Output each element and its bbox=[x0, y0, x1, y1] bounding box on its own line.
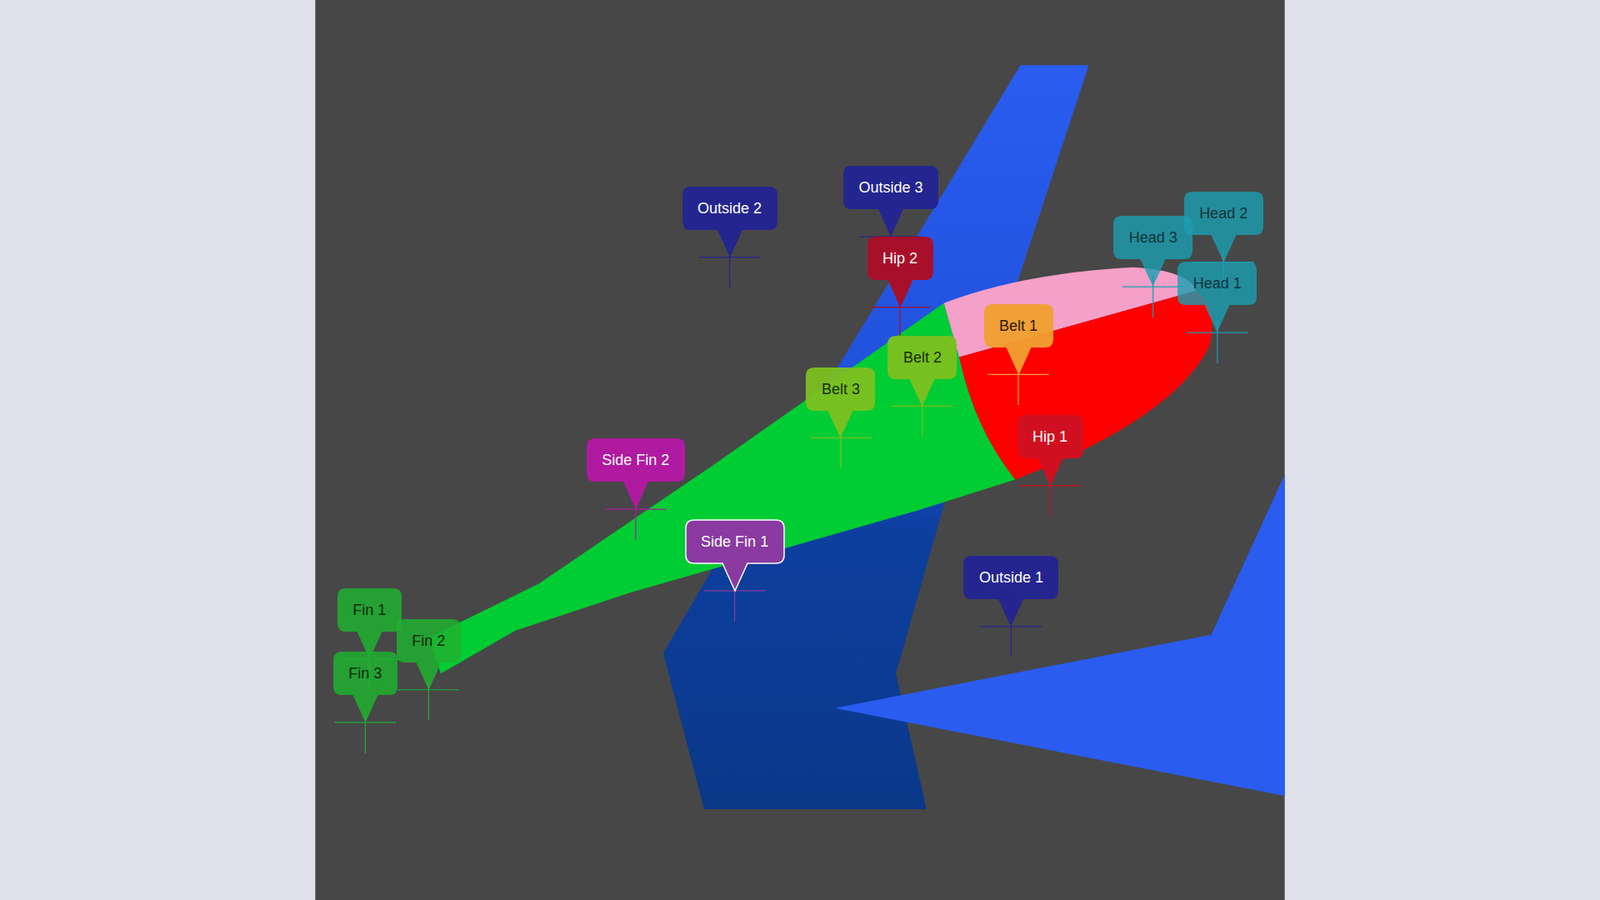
pin-label: Outside 1 bbox=[963, 555, 1059, 627]
pin-text: Fin 3 bbox=[333, 651, 398, 695]
pin-text: Side Fin 2 bbox=[586, 438, 685, 482]
pin-balloon-shape bbox=[805, 367, 875, 439]
pin-balloon bbox=[396, 619, 461, 690]
pin-balloon-shape bbox=[963, 555, 1059, 627]
pin-text: Belt 3 bbox=[805, 367, 875, 411]
pin-balloon bbox=[867, 236, 934, 308]
pin-balloon-shape bbox=[1177, 261, 1257, 333]
pin-label: Fin 1 bbox=[337, 588, 402, 660]
pin-text: Outside 2 bbox=[682, 186, 778, 230]
pin-text: Hip 1 bbox=[1017, 415, 1084, 459]
pin-label: Outside 2 bbox=[682, 186, 778, 258]
pin-label: Fin 2 bbox=[396, 619, 461, 690]
canvas-ground bbox=[315, 0, 1285, 900]
pin-balloon-shape bbox=[1184, 191, 1264, 263]
pin-label: Head 1 bbox=[1177, 261, 1257, 333]
pin-balloon bbox=[963, 555, 1059, 627]
pin-balloon bbox=[1017, 415, 1084, 486]
pin-text: Hip 2 bbox=[867, 236, 934, 280]
pin-text: Outside 3 bbox=[843, 165, 939, 210]
pin-text: Head 1 bbox=[1177, 261, 1257, 305]
pin-balloon bbox=[685, 520, 785, 591]
blue-wedge bbox=[835, 474, 1285, 796]
pin-balloon bbox=[337, 588, 402, 660]
pin-balloon-shape bbox=[396, 619, 461, 690]
pin-balloon-shape bbox=[682, 186, 778, 258]
pin-balloon-shape bbox=[685, 520, 785, 591]
pin-balloon-shape bbox=[867, 236, 934, 308]
pin-balloon-shape bbox=[337, 588, 402, 660]
pin-label: Belt 2 bbox=[887, 335, 957, 407]
pin-balloon bbox=[887, 335, 957, 407]
pin-text: Head 3 bbox=[1113, 215, 1193, 260]
pin-balloon-shape bbox=[984, 304, 1054, 375]
pin-text: Belt 2 bbox=[887, 335, 957, 380]
pin-text: Fin 1 bbox=[337, 588, 402, 632]
pin-label: Fin 3 bbox=[333, 651, 398, 723]
pin-text: Belt 1 bbox=[984, 304, 1054, 348]
pin-balloon bbox=[984, 304, 1054, 375]
pin-balloon-shape bbox=[843, 165, 939, 237]
fish-head bbox=[959, 290, 1213, 480]
pin-balloon bbox=[1184, 191, 1264, 263]
pin-label: Hip 2 bbox=[867, 236, 934, 308]
pin-balloon-shape bbox=[586, 438, 685, 510]
pin-label: Side Fin 2 bbox=[586, 438, 685, 510]
pin-balloon bbox=[1177, 261, 1257, 333]
pin-label: Belt 1 bbox=[984, 304, 1054, 375]
pin-text: Side Fin 1 bbox=[685, 520, 785, 564]
pin-balloon bbox=[843, 165, 939, 237]
pin-text: Fin 2 bbox=[396, 619, 461, 663]
pin-label: Hip 1 bbox=[1017, 415, 1084, 486]
pin-text: Outside 1 bbox=[963, 555, 1059, 600]
pin-label: Outside 3 bbox=[843, 165, 939, 237]
pin-balloon-shape bbox=[887, 335, 957, 407]
pin-label: Head 2 bbox=[1184, 191, 1264, 263]
pin-balloon bbox=[586, 438, 685, 510]
pin-balloon-shape bbox=[1017, 415, 1084, 486]
pin-label: Side Fin 1 bbox=[685, 520, 785, 591]
pin-balloon-shape bbox=[333, 651, 398, 723]
pin-label: Belt 3 bbox=[805, 367, 875, 439]
pin-balloon bbox=[682, 186, 778, 258]
pin-text: Head 2 bbox=[1184, 191, 1264, 235]
pin-balloon bbox=[805, 367, 875, 439]
pin-balloon bbox=[333, 651, 398, 723]
fish-body bbox=[428, 303, 1015, 674]
pin-crosshairs bbox=[335, 224, 1255, 753]
